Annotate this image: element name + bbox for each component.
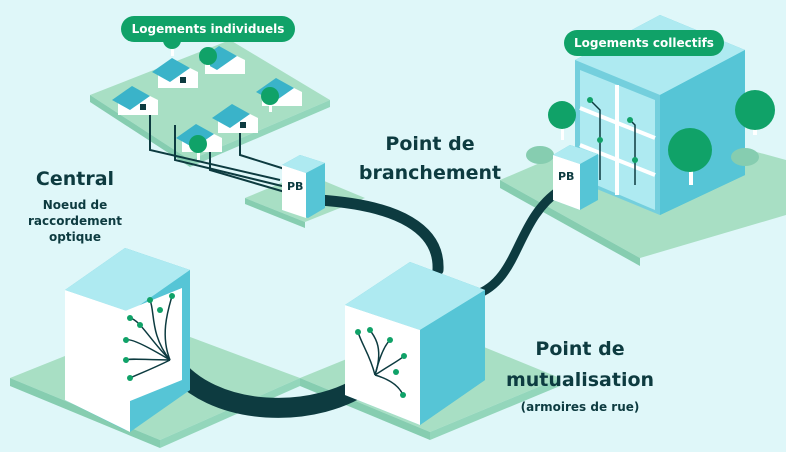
house-drop-cables <box>149 115 289 193</box>
central-title: Central <box>35 168 115 190</box>
tree-icon <box>199 47 217 72</box>
tree-icon <box>189 135 207 160</box>
house-4 <box>212 104 258 133</box>
pb-box-building <box>553 145 598 210</box>
central-subtitle-line-2: raccordement <box>27 214 123 228</box>
mutualisation-subtitle: (armoires de rue) <box>520 400 640 414</box>
pb-box-houses <box>282 155 325 218</box>
bush-icon <box>526 146 759 166</box>
house-1 <box>112 86 158 115</box>
house-2 <box>152 58 198 88</box>
tree-icon <box>548 101 576 140</box>
branch-point-title-line-1: Point de <box>385 133 475 155</box>
tree-icon <box>668 128 712 185</box>
tree-icon <box>261 87 279 112</box>
cable-mutualisation-to-building <box>470 185 565 300</box>
pb-label-building: PB <box>558 170 575 183</box>
collective-housing-label: Logements collectifs <box>564 30 724 56</box>
central-subtitle-line-3: optique <box>49 230 101 244</box>
branch-point-title-line-2: branchement <box>358 162 502 184</box>
central-subtitle-line-1: Noeud de <box>42 198 108 212</box>
mutualisation-title-line-1: Point de <box>535 338 625 360</box>
mutualisation-box <box>345 262 485 425</box>
tree-icon <box>735 90 775 135</box>
pb-label-houses: PB <box>287 180 304 193</box>
central-box <box>65 248 190 432</box>
cable-pb-to-mutualisation <box>312 194 444 276</box>
mutualisation-title-line-2: mutualisation <box>505 369 655 391</box>
individual-housing-label: Logements individuels <box>121 16 295 42</box>
